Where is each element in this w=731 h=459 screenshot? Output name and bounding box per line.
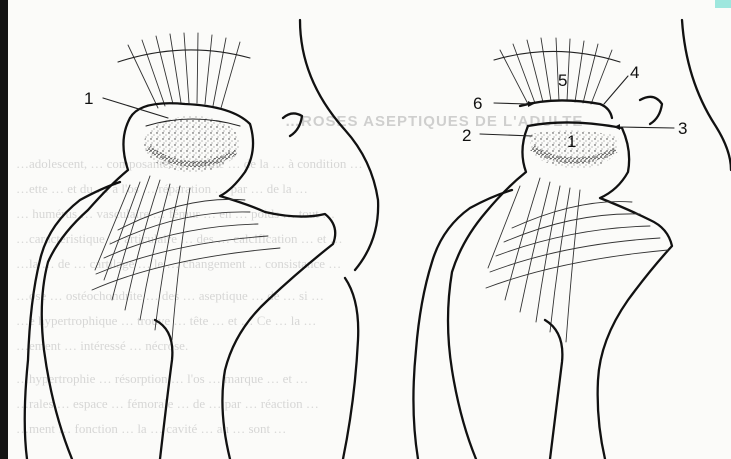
label-right-3: 3 [678, 119, 687, 138]
leader-line-right-4 [604, 76, 628, 104]
label-right-4: 4 [630, 63, 639, 82]
bone-outline-right [528, 122, 672, 459]
label-right-2: 2 [462, 126, 471, 145]
pelvis-contour-right [682, 20, 731, 170]
bleed-line: …ette … et du … à l'os … réparation … pa… [16, 181, 308, 196]
bleed-through-text: …ROSES ASEPTIQUES DE L'ADULTE …adolescen… [16, 113, 583, 436]
label-right-5: 5 [558, 71, 567, 90]
label-right-6: 6 [473, 94, 482, 113]
acetabulum-edge-right [640, 97, 662, 124]
tendon-fan-left [118, 33, 250, 108]
leader-line-right-3 [620, 127, 674, 128]
trabeculae-right [486, 178, 668, 342]
figure-right: 6 5 4 2 3 1 [413, 20, 731, 459]
tendon-fan-right [494, 38, 620, 104]
corner-accent [715, 0, 731, 8]
bleed-line: …hypertrophie … résorption … l'os … marq… [16, 371, 308, 386]
label-right-1: 1 [567, 132, 576, 151]
bleed-line: …e hypertrophique … trouve … tête … et …… [16, 313, 316, 328]
bleed-heading: …ROSES ASEPTIQUES DE L'ADULTE [285, 113, 583, 130]
leader-line-right-6 [494, 103, 528, 104]
scan-edge-shadow [0, 0, 8, 459]
bleed-line: …ment … fonction … la … cavité … au … so… [16, 421, 286, 436]
label-left-1: 1 [84, 89, 93, 108]
